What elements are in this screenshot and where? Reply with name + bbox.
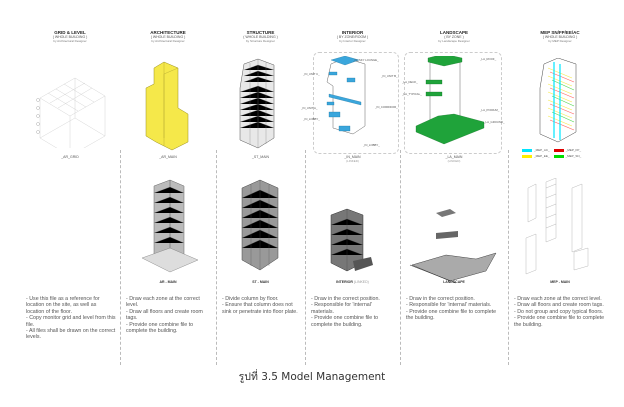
column-scope: ( WHOLE BUILDING )	[150, 35, 186, 39]
file-name: _IN_MAIN(LINKED)	[344, 155, 361, 163]
column-author: by MEP Designer	[548, 39, 572, 43]
zone-tag: _IN_SKY LOUNGE_	[353, 58, 379, 62]
column-author: by Landscape Designer	[438, 39, 470, 43]
interior-render	[330, 208, 373, 272]
zone-tag: _IN_CORRIDOR_	[375, 105, 398, 109]
column-divider	[216, 150, 217, 365]
mep-legend: _MEP_AC__MEP_FP_ _MEP_EE__MEP_SN_	[522, 148, 581, 158]
legend-swatch	[522, 154, 532, 158]
file-name: _ST_MAIN	[251, 155, 270, 159]
legend-swatch	[553, 154, 564, 158]
structure-render	[241, 179, 279, 271]
landscape-model-frame	[404, 52, 502, 154]
column-notes: - Draw each zone at the correct level.- …	[514, 296, 605, 328]
column-title: STRUCTURE	[246, 30, 275, 35]
zone-tag: _LA_GROUND_	[484, 120, 505, 124]
legend-swatch	[522, 148, 532, 152]
zone-tag: _IN_UNIT B_	[381, 74, 398, 78]
view-label: MEP - MAIN	[550, 280, 570, 284]
column-mep: MEP SN/FP/EE/AC( WHOLE BUILDING )by MEP …	[508, 30, 612, 365]
view-label: LANDSCAPE	[443, 280, 465, 284]
interior-model-frame	[313, 52, 399, 154]
zone-tag: _LA_TYPICAL_	[402, 92, 422, 96]
mep-model	[539, 58, 577, 143]
zone-tag: _IN_UNIT C_	[303, 72, 320, 76]
column-title: MEP SN/FP/EE/AC	[540, 30, 580, 35]
mep-render	[525, 178, 589, 275]
column-landscape: LANDSCAPE( BY ZONE )by Landscape Designe…	[400, 30, 508, 365]
column-scope: ( WHOLE BUILDING )	[542, 35, 578, 39]
column-divider	[400, 150, 401, 365]
zone-tag: _IN_UNIT A_	[301, 106, 318, 110]
column-notes: - Draw in the correct position.- Respons…	[311, 296, 380, 328]
column-title: GRID & LEVEL	[54, 30, 86, 35]
column-notes: - Draw each zone at the correct level.- …	[126, 296, 203, 335]
column-title: INTERIOR	[341, 30, 364, 35]
column-divider	[508, 150, 509, 365]
legend-swatch	[553, 148, 564, 152]
architecture-model	[145, 61, 189, 151]
zone-tag: _IN_LOBBY_	[363, 143, 380, 147]
zone-tag: _IN_LOBBY_	[303, 117, 320, 121]
architecture-render	[141, 179, 199, 273]
file-name: _AR_GRID	[61, 155, 79, 159]
column-scope: ( BY ZONE )	[444, 35, 464, 39]
column-architecture: ARCHITECTURE( WHOLE BUILDING )by Archite…	[120, 30, 216, 365]
zone-tag: _LA_PODIUM_	[480, 108, 500, 112]
structure-model	[239, 58, 275, 149]
column-title: ARCHITECTURE	[150, 30, 186, 35]
column-author: by Architectural Designer	[151, 39, 185, 43]
column-structure: STRUCTURE( WHOLE BUILDING )by Structure …	[216, 30, 305, 365]
view-label: AR - MAIN	[159, 280, 177, 284]
figure-caption: รูปที่ 3.5 Model Management	[238, 371, 386, 383]
column-scope: ( WHOLE BUILDING )	[52, 35, 88, 39]
column-author: by Architectural Designer	[53, 39, 87, 43]
file-name: _LA_MAIN(LINKED)	[445, 155, 463, 163]
column-title: LANDSCAPE	[439, 30, 468, 35]
column-divider	[305, 150, 306, 365]
view-label: INTERIOR (LINKED)	[336, 280, 369, 284]
column-divider	[120, 150, 121, 365]
landscape-render	[409, 209, 497, 284]
zone-tag: _LA_DECK_	[402, 80, 418, 84]
column-author: by Structure Designer	[245, 39, 275, 43]
interior-model	[326, 56, 366, 135]
column-notes: - Divide column by floor.- Ensure that c…	[222, 296, 298, 315]
column-scope: ( BY ZONE/ROOM )	[336, 35, 369, 39]
zone-tag: _LA_ROOF_	[480, 57, 497, 61]
column-notes: - Draw in the correct position.- Respons…	[406, 296, 497, 322]
column-interior: INTERIOR( BY ZONE/ROOM )by Interior Desi…	[301, 30, 400, 365]
landscape-model	[415, 56, 485, 145]
column-notes: - Use this file as a reference for locat…	[26, 296, 116, 341]
view-label: ST - MAIN	[252, 280, 269, 284]
column-grid-level: GRID & LEVEL( WHOLE BUILDING )by Archite…	[20, 30, 120, 365]
grid-level-illustration	[36, 77, 106, 148]
column-scope: ( WHOLE BUILDING )	[243, 35, 278, 39]
column-author: by Interior Designer	[339, 39, 366, 43]
file-name: _AR_MAIN	[159, 155, 177, 159]
